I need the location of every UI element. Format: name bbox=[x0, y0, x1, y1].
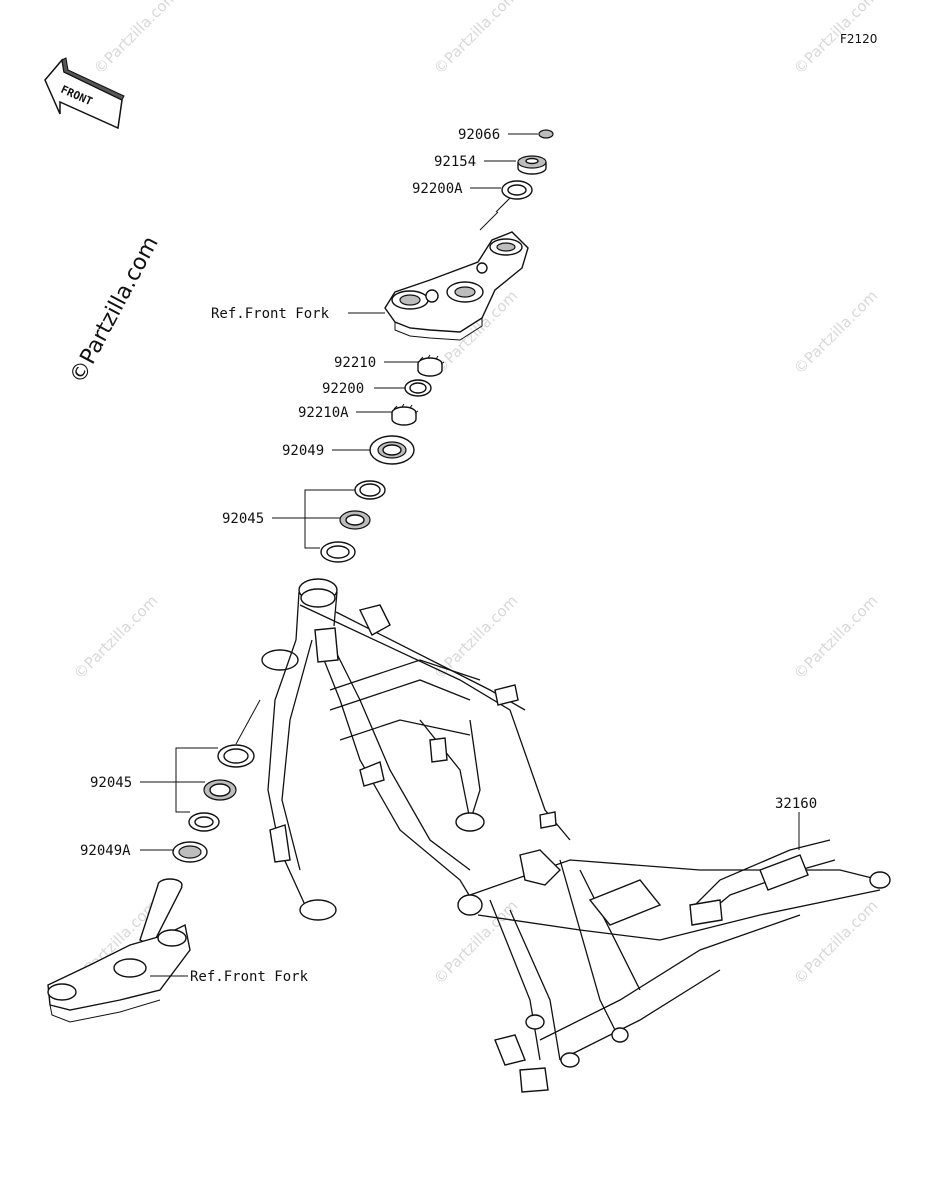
part-92049-seal bbox=[369, 435, 415, 465]
part-92045-lower-bearing-set bbox=[188, 744, 255, 832]
watermark: ©Partzilla.com bbox=[790, 592, 881, 683]
label-ref-front-fork-bottom: Ref.Front Fork bbox=[190, 969, 309, 985]
leader-lines-top bbox=[272, 133, 538, 549]
partzilla-logo: ©Partzilla.com bbox=[65, 232, 163, 387]
lower-triple-clamp-stem bbox=[47, 878, 191, 1023]
part-92200a-washer bbox=[501, 180, 533, 200]
label-92066: 92066 bbox=[458, 127, 500, 143]
watermark: ©Partzilla.com bbox=[430, 0, 521, 78]
watermark: ©Partzilla.com bbox=[790, 897, 881, 988]
watermark: ©Partzilla.com bbox=[70, 592, 161, 683]
label-92200a: 92200A bbox=[412, 181, 463, 197]
label-92045-lower: 92045 bbox=[90, 775, 132, 791]
part-92210a-nut bbox=[391, 403, 419, 426]
label-92154: 92154 bbox=[434, 154, 476, 170]
part-92049a-seal bbox=[172, 841, 208, 863]
upper-triple-clamp bbox=[384, 231, 529, 341]
part-92045-upper-bearing-set bbox=[320, 480, 386, 563]
front-arrow-icon: FRONT bbox=[44, 57, 125, 130]
label-32160: 32160 bbox=[775, 796, 817, 812]
label-92049a: 92049A bbox=[80, 843, 131, 859]
label-92045-upper: 92045 bbox=[222, 511, 264, 527]
watermarks: ©Partzilla.com ©Partzilla.com ©Partzilla… bbox=[70, 0, 881, 988]
part-92154-bolt bbox=[517, 155, 547, 175]
leader-lines-bottom bbox=[140, 699, 800, 977]
label-ref-front-fork-top: Ref.Front Fork bbox=[211, 306, 330, 322]
label-92049: 92049 bbox=[282, 443, 324, 459]
part-92066-cap bbox=[538, 129, 554, 139]
watermark: ©Partzilla.com bbox=[430, 592, 521, 683]
frame-32160 bbox=[261, 578, 891, 1093]
label-92210: 92210 bbox=[334, 355, 376, 371]
label-92200: 92200 bbox=[322, 381, 364, 397]
watermark: ©Partzilla.com bbox=[90, 0, 181, 78]
label-92210a: 92210A bbox=[298, 405, 349, 421]
part-92210-nut bbox=[417, 354, 445, 377]
part-92200-washer bbox=[404, 379, 432, 397]
watermark: ©Partzilla.com bbox=[790, 287, 881, 378]
part-labels: 92066 92154 92200A Ref.Front Fork 92210 … bbox=[80, 127, 817, 985]
diagram-code: F2120 bbox=[840, 32, 877, 46]
